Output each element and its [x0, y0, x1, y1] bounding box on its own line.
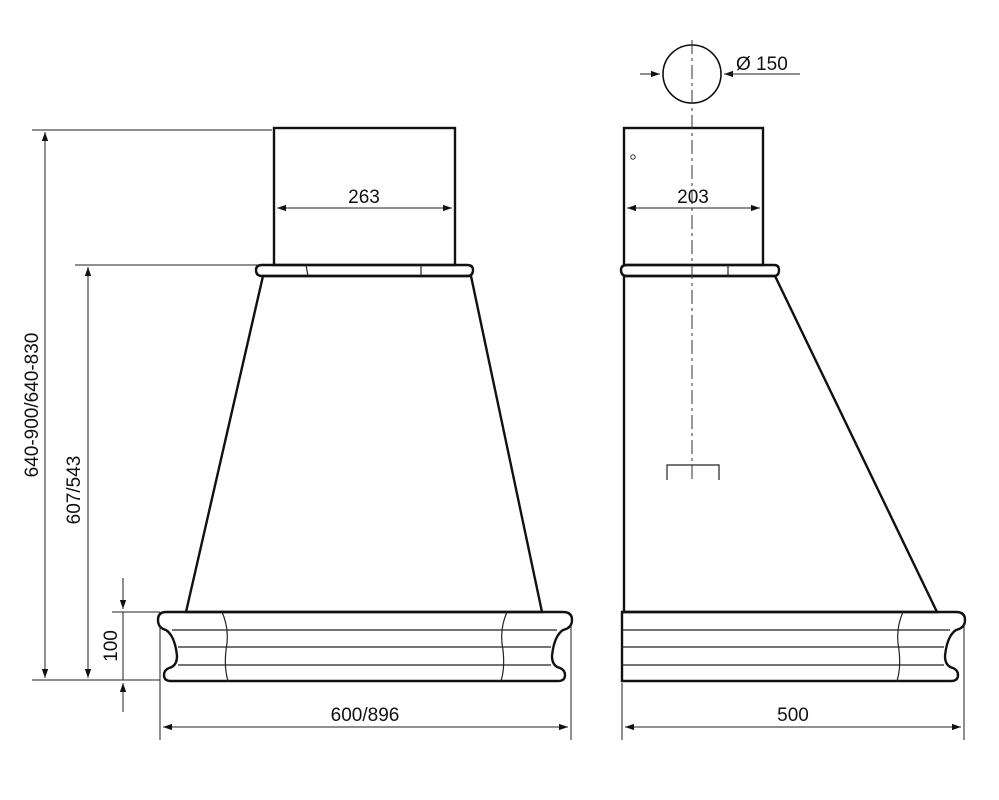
- chimney-width-side-label: 203: [677, 187, 709, 208]
- depth-label: 500: [777, 705, 809, 726]
- front-bottom-trim: [156, 610, 574, 683]
- trim-height-label: 100: [101, 630, 122, 662]
- front-view: 263 640-900/640-830 607/543 100 600/896: [22, 126, 574, 740]
- diameter-label: Ø 150: [736, 54, 788, 75]
- total-height-label: 640-900/640-830: [22, 333, 43, 478]
- side-bottom-trim: [620, 610, 967, 683]
- front-top-trim: [254, 263, 475, 278]
- front-trim-joint: [500, 611, 508, 682]
- hood-height-label: 607/543: [64, 456, 85, 525]
- chimney-width-front-label: 263: [348, 187, 380, 208]
- front-top-trim-joint: [305, 264, 309, 277]
- side-screw: [630, 154, 636, 160]
- front-trim-joint: [221, 611, 229, 682]
- side-hood-body: [622, 274, 939, 614]
- side-top-trim: [619, 263, 781, 278]
- front-width-label: 600/896: [331, 705, 400, 726]
- side-trim-joint: [896, 611, 904, 682]
- front-hood-body: [184, 274, 544, 614]
- side-view: Ø 150 203 500: [619, 40, 967, 740]
- side-bracket: [666, 464, 720, 480]
